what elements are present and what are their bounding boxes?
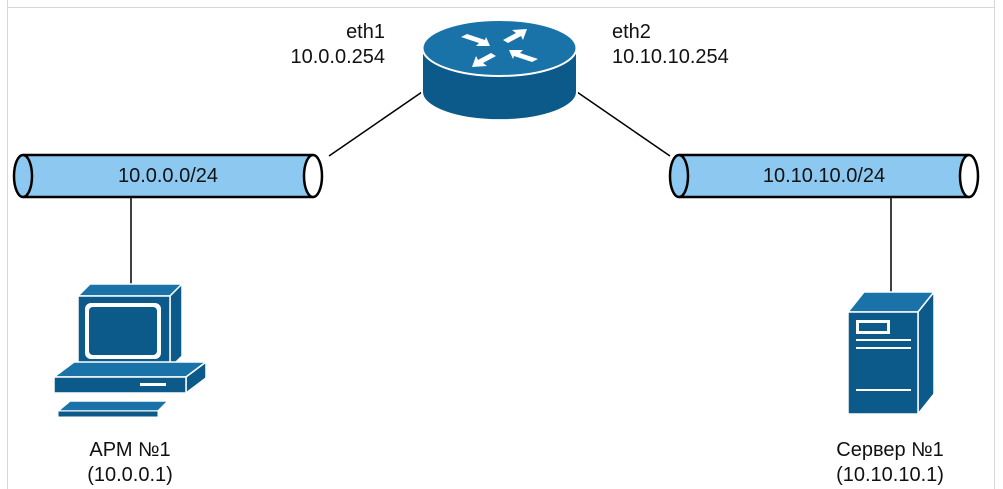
workstation-name: АРМ №1 bbox=[89, 439, 171, 461]
workstation-ip: (10.0.0.1) bbox=[87, 464, 173, 486]
router-eth1-label: eth1 bbox=[346, 21, 385, 43]
frame-border-right bbox=[994, 0, 995, 489]
link-router-left-bus bbox=[328, 91, 423, 157]
router-eth2-ip: 10.10.10.254 bbox=[612, 46, 729, 68]
network-right-label: 10.10.10.0/24 bbox=[762, 165, 886, 187]
link-router-right-bus bbox=[576, 91, 671, 157]
network-bus-left[interactable] bbox=[12, 153, 324, 199]
frame-border-top bbox=[7, 7, 995, 8]
server-ip: (10.10.10.1) bbox=[836, 464, 944, 486]
router-eth2-label: eth2 bbox=[612, 21, 651, 43]
server-icon[interactable] bbox=[846, 289, 936, 417]
workstation-icon[interactable] bbox=[51, 282, 209, 418]
network-left-label: 10.0.0.0/24 bbox=[117, 165, 219, 187]
frame-border-left bbox=[7, 0, 8, 489]
router-icon[interactable] bbox=[421, 19, 578, 122]
server-name: Сервер №1 bbox=[836, 439, 944, 461]
router-eth1-ip: 10.0.0.254 bbox=[290, 46, 385, 68]
network-bus-right[interactable] bbox=[668, 153, 980, 199]
